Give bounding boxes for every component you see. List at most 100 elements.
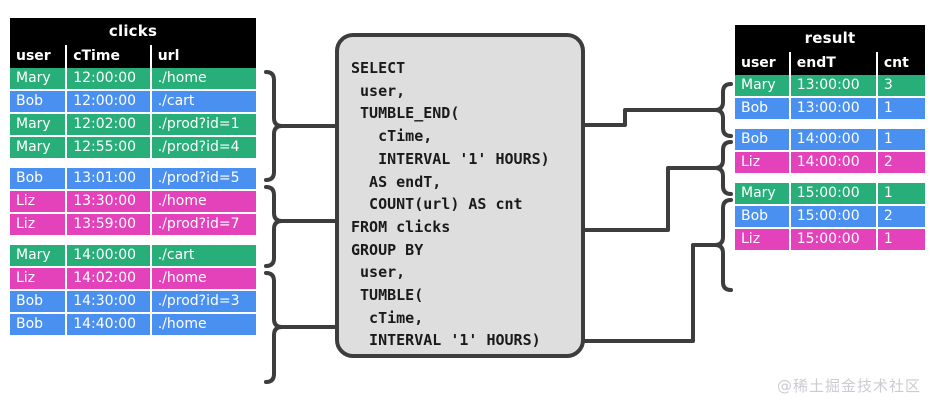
table-cell-cTime: 14:02:00 (67, 268, 152, 291)
table-cell-endT: 15:00:00 (790, 183, 878, 206)
table-cell-cnt: 1 (877, 229, 925, 252)
table-cell-endT: 15:00:00 (790, 229, 878, 252)
table-cell-cTime: 13:59:00 (67, 214, 152, 237)
right-branch-3 (581, 243, 717, 343)
table-cell-cnt: 2 (877, 206, 925, 229)
table-cell-user: Bob (10, 91, 68, 114)
table-cell-endT: 14:00:00 (790, 129, 878, 152)
table-cell-cTime: 12:55:00 (67, 137, 152, 160)
right-brace-group-2 (713, 140, 733, 196)
left-brace-group-3 (264, 271, 284, 384)
sql-query-box (335, 33, 585, 358)
result-column-cnt: cnt (877, 52, 925, 75)
table-cell-user: Liz (10, 268, 68, 291)
table-group-gap (735, 175, 925, 183)
table-group-gap (10, 237, 256, 245)
clicks-column-header-row: user cTime url (10, 45, 256, 68)
right-trunk (581, 108, 717, 127)
table-cell-endT: 15:00:00 (790, 206, 878, 229)
table-cell-cTime: 13:30:00 (67, 191, 152, 214)
right-brace-group-1 (713, 82, 733, 138)
table-cell-url: ./prod?id=1 (151, 114, 256, 137)
table-cell-endT: 13:00:00 (790, 75, 878, 98)
clicks-column-user: user (10, 45, 68, 68)
table-cell-cnt: 1 (877, 98, 925, 121)
table-cell-cnt: 1 (877, 183, 925, 206)
right-branch-2 (581, 166, 717, 232)
table-cell-user: Mary (10, 68, 68, 91)
watermark: @稀土掘金技术社区 (776, 377, 921, 395)
clicks-table-header: clicks user cTime url (10, 18, 256, 68)
table-cell-cnt: 2 (877, 152, 925, 175)
table-cell-url: ./home (151, 68, 256, 91)
table-group-gap-cell (735, 121, 925, 129)
result-table-title: result (735, 25, 925, 52)
table-cell-user: Liz (10, 214, 68, 237)
table-cell-cTime: 13:01:00 (67, 168, 152, 191)
table-cell-user: Mary (735, 75, 791, 98)
table-cell-cTime: 12:00:00 (67, 68, 152, 91)
table-cell-user: Mary (10, 137, 68, 160)
table-cell-user: Bob (10, 314, 68, 337)
table-group-gap (735, 121, 925, 129)
table-cell-user: Mary (10, 245, 68, 268)
table-group-gap-cell (10, 237, 256, 245)
table-cell-url: ./cart (151, 91, 256, 114)
table-cell-cTime: 14:30:00 (67, 291, 152, 314)
result-title-row: result (735, 25, 925, 52)
table-group-gap (10, 160, 256, 168)
table-cell-endT: 13:00:00 (790, 98, 878, 121)
table-cell-url: ./prod?id=3 (151, 291, 256, 314)
table-cell-url: ./home (151, 268, 256, 291)
table-cell-user: Bob (735, 129, 791, 152)
table-cell-cTime: 14:00:00 (67, 245, 152, 268)
left-brace-group-2 (264, 185, 284, 268)
table-cell-user: Bob (10, 291, 68, 314)
clicks-title-row: clicks (10, 18, 256, 45)
table-cell-user: Bob (735, 206, 791, 229)
table-cell-url: ./prod?id=7 (151, 214, 256, 237)
left-brace-group-1 (264, 70, 284, 182)
table-cell-endT: 14:00:00 (790, 152, 878, 175)
table-cell-user: Mary (735, 183, 791, 206)
result-column-endt: endT (790, 52, 878, 75)
clicks-table-title: clicks (10, 18, 256, 45)
table-cell-cTime: 14:40:00 (67, 314, 152, 337)
result-column-header-row: user endT cnt (735, 52, 925, 75)
table-cell-url: ./prod?id=4 (151, 137, 256, 160)
table-cell-url: ./cart (151, 245, 256, 268)
result-table-header: result user endT cnt (735, 25, 925, 75)
table-cell-user: Mary (10, 114, 68, 137)
table-cell-url: ./home (151, 191, 256, 214)
clicks-column-ctime: cTime (67, 45, 152, 68)
table-cell-url: ./home (151, 314, 256, 337)
clicks-column-url: url (151, 45, 256, 68)
table-cell-user: Bob (735, 98, 791, 121)
table-cell-cnt: 3 (877, 75, 925, 98)
table-cell-url: ./prod?id=5 (151, 168, 256, 191)
table-cell-cnt: 1 (877, 129, 925, 152)
table-cell-user: Liz (735, 229, 791, 252)
table-cell-cTime: 12:02:00 (67, 114, 152, 137)
